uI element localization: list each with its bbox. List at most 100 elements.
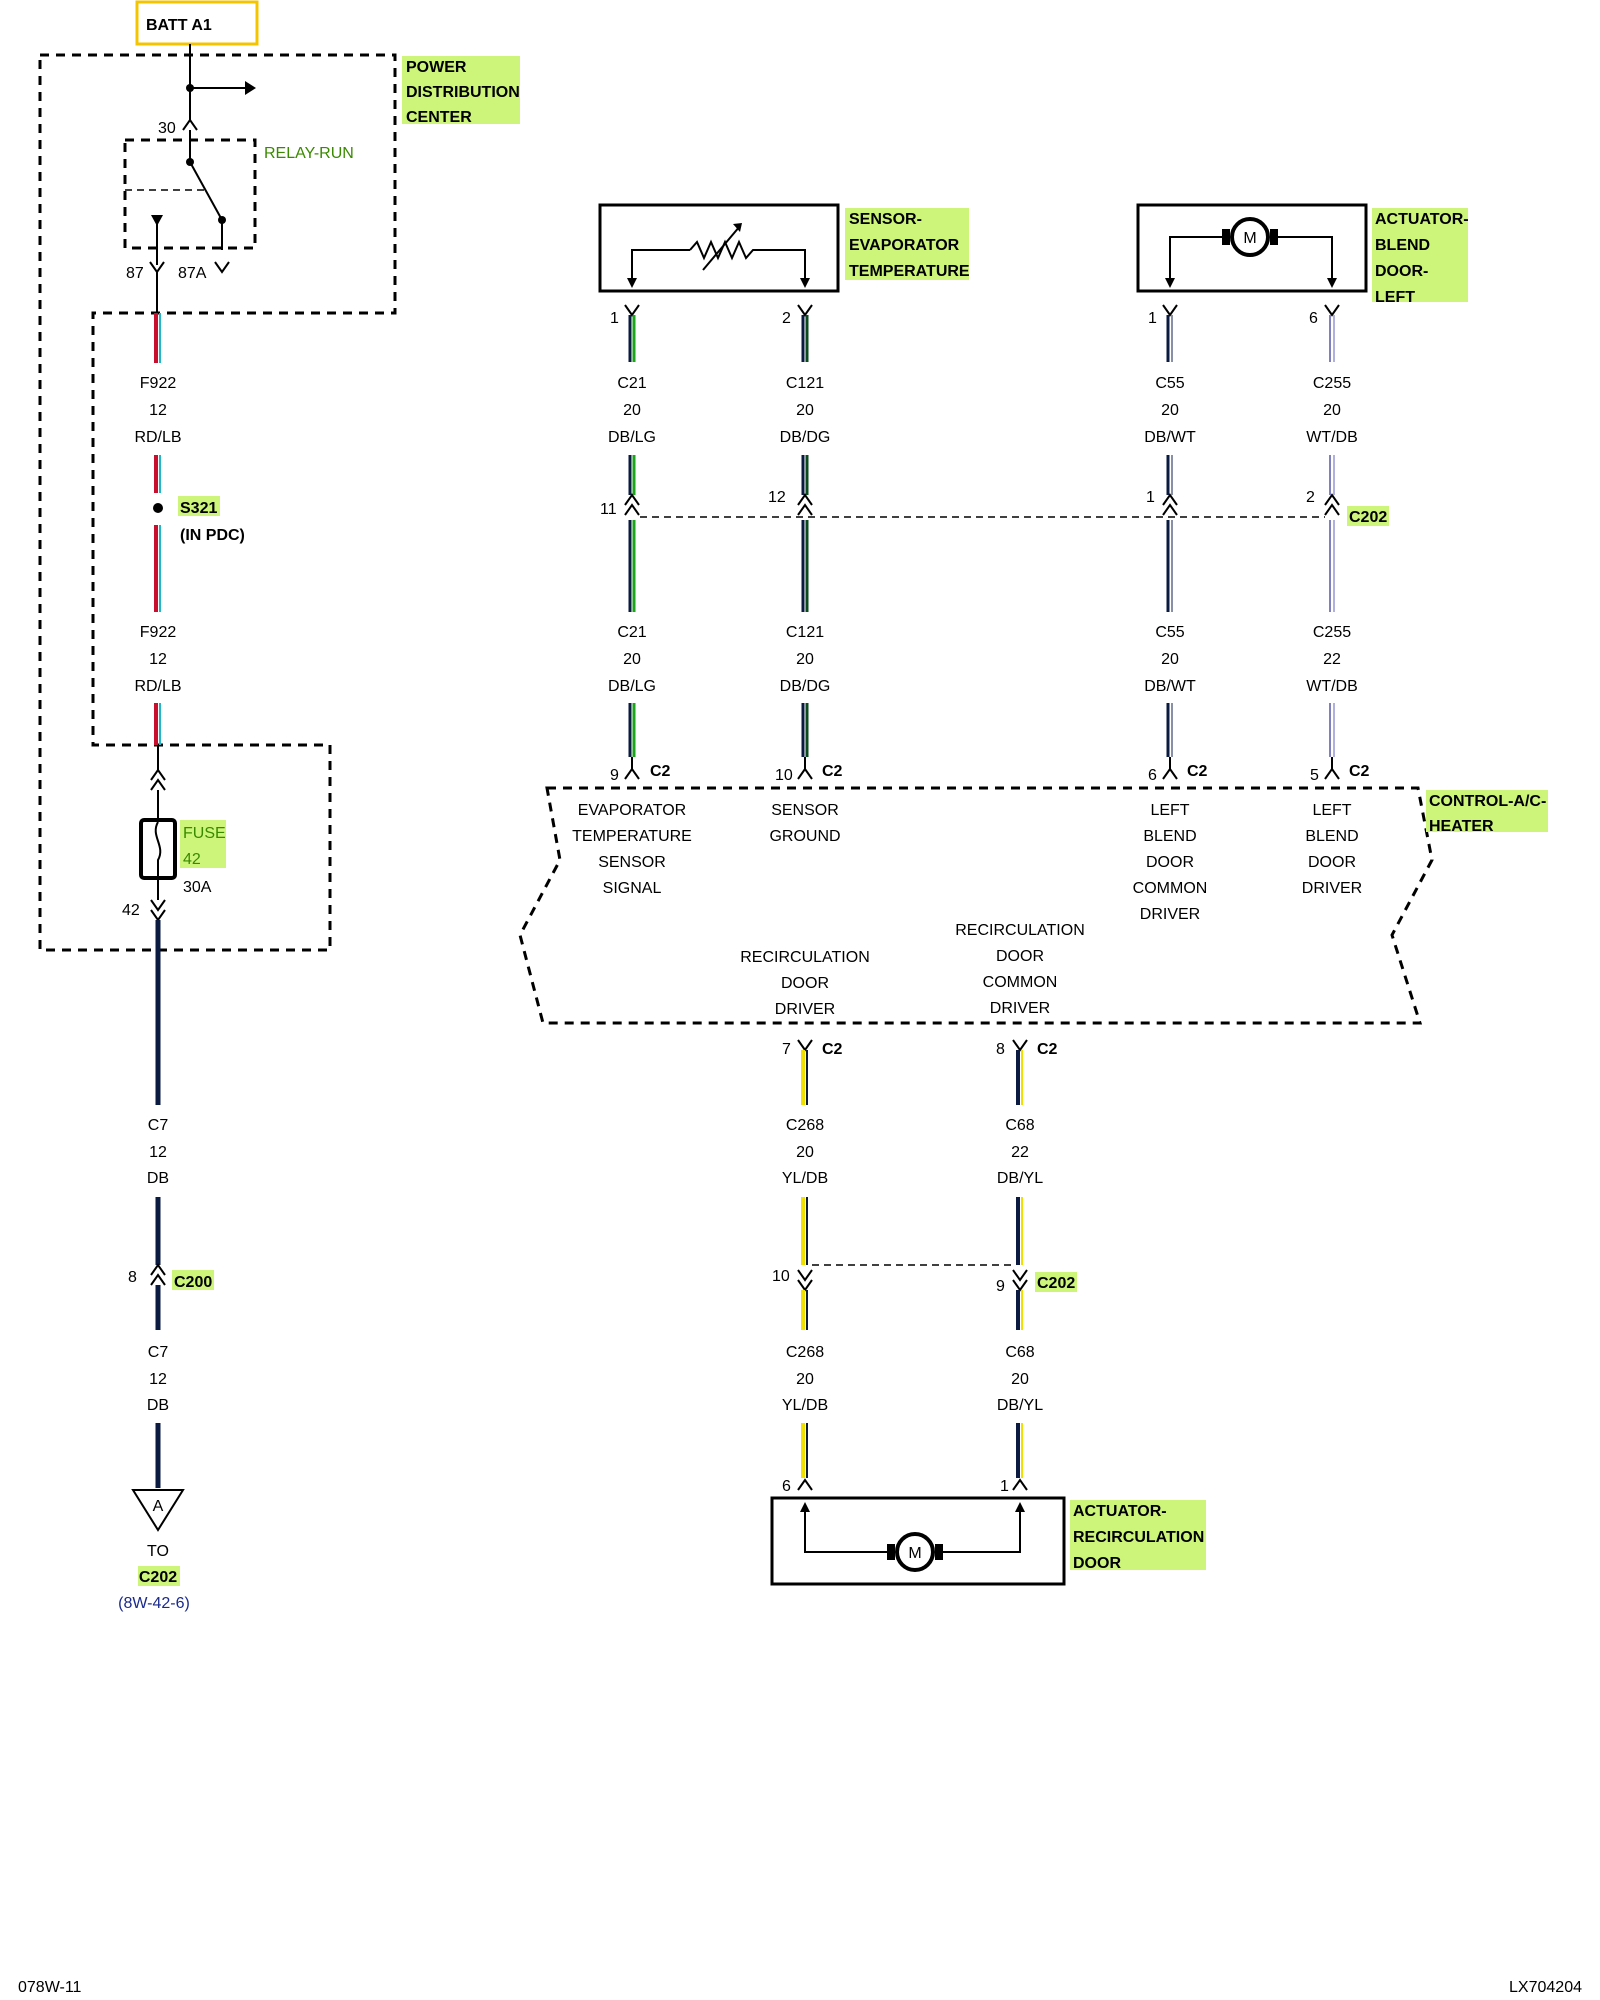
- actuator-left-pin-6: 6: [1309, 310, 1318, 327]
- actuator-left-motor-letter: M: [1243, 230, 1256, 247]
- c2-bottom-name-2: C2: [1037, 1041, 1058, 1058]
- relay-pin30-connector: [182, 118, 198, 131]
- actuator-left-label-4: LEFT: [1375, 289, 1415, 306]
- actuator-left-label-2: BLEND: [1375, 237, 1430, 254]
- c200-connector: [150, 1263, 166, 1286]
- wire-mid-3-circuit: C55: [1155, 624, 1184, 641]
- control-label-1: CONTROL-A/C-: [1429, 793, 1546, 810]
- c202-upper-pin-12: [797, 493, 813, 516]
- batt-label: BATT A1: [146, 17, 212, 34]
- relay-pin87a-connector: [214, 261, 230, 274]
- func-4-line-3: DOOR: [1308, 854, 1356, 871]
- c2-top-pin-label-1: 9: [610, 767, 619, 784]
- relay-pin-87a: 87A: [178, 265, 207, 282]
- control-label-2: HEATER: [1429, 818, 1494, 835]
- actuator-left-pin6-connector: [1324, 304, 1340, 317]
- c2-top-name-2: C2: [822, 763, 843, 780]
- fuse-pin: 42: [122, 902, 140, 919]
- func-2-line-1: SENSOR: [771, 802, 839, 819]
- c202-upper-pin-2: [1324, 493, 1340, 516]
- wire-mid-1-color: DB/LG: [608, 678, 656, 695]
- c202-lower-pin-9: [1012, 1269, 1028, 1292]
- wire-low1-2-gauge: 22: [1011, 1144, 1029, 1161]
- func-1-line-2: TEMPERATURE: [572, 828, 692, 845]
- c2-pin-10: [797, 767, 813, 780]
- wire-top-4-gauge: 20: [1323, 402, 1341, 419]
- c7-top-gauge: 12: [149, 1144, 167, 1161]
- splice-dot: [153, 503, 163, 513]
- wire-top-3-circuit: C55: [1155, 375, 1184, 392]
- c7-top-color: DB: [147, 1170, 169, 1187]
- wire-mid-1-circuit: C21: [617, 624, 646, 641]
- sensor-label-3: TEMPERATURE: [849, 263, 970, 280]
- c2-bottom-pin-8: [1012, 1039, 1028, 1052]
- wire-top-3-gauge: 20: [1161, 402, 1179, 419]
- c2-bottom-name-1: C2: [822, 1041, 843, 1058]
- branch-arrow: [245, 81, 256, 95]
- c2-top-pin-label-3: 6: [1148, 767, 1157, 784]
- actuator-recirc-label-3: DOOR: [1073, 1555, 1121, 1572]
- footer-right: LX704204: [1509, 1979, 1582, 1996]
- splice-note: (IN PDC): [180, 527, 245, 544]
- c2-pin-9: [624, 767, 640, 780]
- func-1-line-4: SIGNAL: [603, 880, 662, 897]
- c200-pin: 8: [128, 1269, 137, 1286]
- f922-bottom-color: RD/LB: [134, 678, 181, 695]
- actuator-left-label-1: ACTUATOR-: [1375, 211, 1469, 228]
- fuse-label: FUSE: [183, 825, 226, 842]
- actuator-recirc-pin6-connector: [797, 1478, 813, 1491]
- pdc-label-2: DISTRIBUTION: [406, 84, 520, 101]
- actuator-recirc-label-1: ACTUATOR-: [1073, 1503, 1167, 1520]
- c7-bottom-circuit: C7: [148, 1344, 169, 1361]
- wire-top-1-gauge: 20: [623, 402, 641, 419]
- fuse-rating: 30A: [183, 879, 212, 896]
- fuse-element: [154, 821, 162, 876]
- relay-pin-87: 87: [126, 265, 144, 282]
- relay-contact: [189, 161, 223, 221]
- c202-upper-pin-label-11: 11: [600, 501, 617, 518]
- wire-low2-1-circuit: C268: [786, 1344, 824, 1361]
- offpage-letter: A: [153, 1498, 164, 1515]
- fuse-bottom-connector: [150, 899, 166, 922]
- func-5-line-1: RECIRCULATION: [740, 949, 870, 966]
- c2-pin-5: [1324, 767, 1340, 780]
- c2-top-pin-label-4: 5: [1310, 767, 1319, 784]
- c200-name: C200: [174, 1274, 212, 1291]
- wire-top-4-color: WT/DB: [1306, 429, 1358, 446]
- sensor-leads: [631, 249, 806, 285]
- f922-top-circuit: F922: [140, 375, 177, 392]
- func-1-line-3: SENSOR: [598, 854, 666, 871]
- f922-bottom-gauge: 12: [149, 651, 167, 668]
- wire-mid-1-gauge: 20: [623, 651, 641, 668]
- sensor-pin-2: 2: [782, 310, 791, 327]
- c202-upper-pin-1: [1162, 493, 1178, 516]
- func-4-line-2: BLEND: [1305, 828, 1358, 845]
- c202-lower-pin-label-1: 10: [772, 1268, 790, 1285]
- c7-top-circuit: C7: [148, 1117, 169, 1134]
- func-3-line-5: DRIVER: [1140, 906, 1200, 923]
- sensor-pin-1: 1: [610, 310, 619, 327]
- func-3-line-2: BLEND: [1143, 828, 1196, 845]
- f922-bottom-circuit: F922: [140, 624, 177, 641]
- c2-pin-6: [1162, 767, 1178, 780]
- c202-upper-pin-label-2: 2: [1306, 489, 1315, 506]
- pdc-outline: [38, 53, 397, 952]
- wire-low1-2-color: DB/YL: [997, 1170, 1043, 1187]
- func-3-line-4: COMMON: [1133, 880, 1208, 897]
- wire-low1-1-circuit: C268: [786, 1117, 824, 1134]
- actuator-recirc-pin-1: 1: [1000, 1478, 1009, 1495]
- c202-upper-pin-label-1: 1: [1146, 489, 1155, 506]
- offpage-ref[interactable]: (8W-42-6): [118, 1595, 190, 1612]
- func-6-line-4: DRIVER: [990, 1000, 1050, 1017]
- f922-top-color: RD/LB: [134, 429, 181, 446]
- wire-top-2-color: DB/DG: [780, 429, 831, 446]
- sensor-pin1-connector: [624, 304, 640, 317]
- f922-top-gauge: 12: [149, 402, 167, 419]
- func-3-line-1: LEFT: [1150, 802, 1189, 819]
- wire-low2-1-gauge: 20: [796, 1371, 814, 1388]
- wire-low1-1-color: YL/DB: [782, 1170, 828, 1187]
- wire-top-1-circuit: C21: [617, 375, 646, 392]
- func-6-line-3: COMMON: [983, 974, 1058, 991]
- wire-top-1-color: DB/LG: [608, 429, 656, 446]
